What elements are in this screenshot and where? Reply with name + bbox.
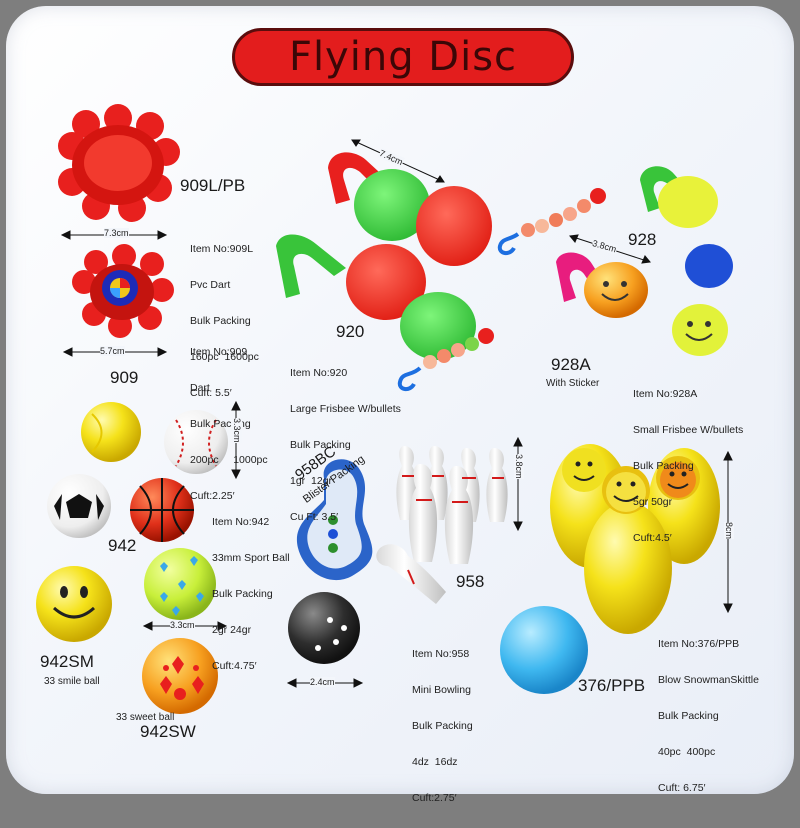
info-920-line-2: Large Frisbee W/bullets [290, 403, 401, 415]
info-928a-line-4: 5gr 50gr [633, 496, 673, 508]
code-942: 942 [108, 536, 137, 555]
info-909l-line-1: Item No:909L [190, 243, 254, 255]
dim-942: 3.3cm [232, 418, 242, 443]
dart-909-image [72, 244, 174, 338]
dim-958: 3.8cm [514, 454, 524, 479]
info-958-line-5: Cuft:2.75′ [412, 792, 457, 804]
info-942-line-2: 33mm Sport Ball [212, 552, 290, 564]
code-958: 958 [456, 572, 485, 591]
code-942sw: 942SW [140, 722, 196, 741]
dim-376: 8cm [724, 522, 734, 540]
info-928a-line-2: Small Frisbee W/bullets [633, 424, 744, 436]
skittles-376-image [500, 444, 720, 694]
info-958-line-1: Item No:958 [412, 648, 470, 660]
info-942-line-5: Cuft:4.75′ [212, 660, 257, 672]
info-376-line-1: Item No:376/PPB [658, 638, 740, 650]
info-909l-line-5: Cuft: 5.5′ [190, 387, 232, 399]
info-909-line-4: 200pc 1000pc [190, 454, 268, 466]
info-942: Item No:942 33mm Sport Ball Bulk Packing… [212, 492, 290, 696]
info-376: Item No:376/PPB Blow SnowmanSkittle Bulk… [658, 614, 759, 818]
dimension-arrows [60, 139, 733, 688]
info-376-line-2: Blow SnowmanSkittle [658, 674, 759, 686]
info-909: Item No:909 Dart Bulk Packing 200pc 1000… [190, 322, 268, 526]
info-928a-line-5: Cuft:4.5′ [633, 532, 672, 544]
info-909l-line-3: Bulk Packing [190, 315, 251, 327]
dim-942sm: 3.3cm [170, 620, 195, 630]
info-928a: Item No:928A Small Frisbee W/bullets Bul… [633, 364, 743, 568]
code-942sm: 942SM [40, 652, 94, 671]
code-928: 928 [628, 230, 657, 249]
page-title: Flying Disc [288, 34, 518, 80]
frisbee-920-image [276, 152, 606, 391]
dart-909l-image [58, 104, 180, 222]
dim-909: 5.7cm [100, 346, 125, 356]
info-909-line-2: Dart [190, 382, 210, 394]
info-909-line-3: Bulk Packing [190, 418, 251, 430]
info-942-line-1: Item No:942 [212, 516, 270, 528]
info-942-line-4: 2gr 24gr [212, 624, 252, 636]
info-958-line-4: 4dz 16dz [412, 756, 458, 768]
info-942-line-3: Bulk Packing [212, 588, 273, 600]
info-909l: Item No:909L Pvc Dart Bulk Packing 160pc… [190, 219, 259, 423]
sub-942sm: 33 smile ball [44, 676, 100, 687]
info-920-line-1: Item No:920 [290, 367, 348, 379]
info-376-line-3: Bulk Packing [658, 710, 719, 722]
info-920-line-5: Cu Ft: 3.5′ [290, 511, 339, 523]
info-909-line-5: Cuft:2.25′ [190, 490, 235, 502]
info-376-line-5: Cuft: 6.75′ [658, 782, 706, 794]
info-958-line-2: Mini Bowling [412, 684, 471, 696]
code-928a: 928A [551, 355, 591, 374]
code-376: 376/PPB [578, 676, 646, 695]
dim-958-ball: 2.4cm [310, 677, 335, 687]
catalog-card: Flying Disc [6, 6, 794, 804]
info-958-line-3: Bulk Packing [412, 720, 473, 732]
bowling-958-image [288, 446, 508, 664]
info-909l-line-4: 160pc 1600pc [190, 351, 259, 363]
frisbee-928-image [556, 166, 733, 356]
balls-942-image [36, 402, 228, 714]
info-928a-line-1: Item No:928A [633, 388, 698, 400]
blister-958bc-image [296, 459, 373, 581]
title-banner: Flying Disc [232, 28, 574, 86]
info-909l-line-2: Pvc Dart [190, 279, 231, 291]
info-920: Item No:920 Large Frisbee W/bullets Bulk… [290, 343, 401, 547]
dim-909l: 7.3cm [104, 228, 129, 238]
info-920-line-3: Bulk Packing [290, 439, 351, 451]
info-920-line-4: 1gr 12gr [290, 475, 333, 487]
info-928a-line-3: Bulk Packing [633, 460, 694, 472]
sub-928a: With Sticker [546, 378, 600, 389]
code-909l: 909L/PB [180, 176, 246, 195]
code-909: 909 [110, 368, 139, 387]
info-909-line-1: Item No:909 [190, 346, 248, 358]
sub-942sw: 33 sweet ball [116, 712, 175, 723]
product-artwork [36, 104, 733, 714]
info-376-line-4: 40pc 400pc [658, 746, 716, 758]
info-958: Item No:958 Mini Bowling Bulk Packing 4d… [412, 624, 473, 828]
code-920: 920 [336, 322, 365, 341]
